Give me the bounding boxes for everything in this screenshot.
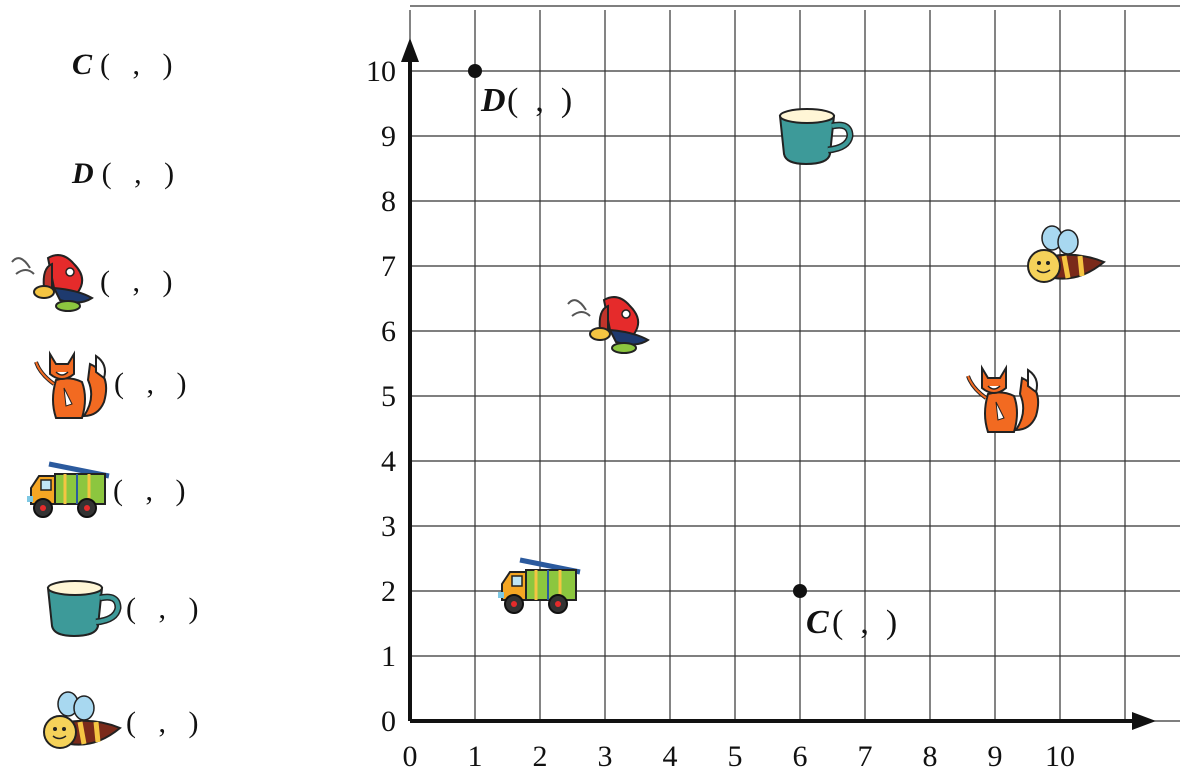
y-axis-arrow bbox=[401, 38, 419, 62]
x-tick-labels: 0 1 2 3 4 5 6 7 8 9 10 bbox=[403, 740, 1076, 773]
x-tick-label: 5 bbox=[728, 740, 743, 773]
fox-on-grid bbox=[968, 368, 1038, 432]
truck-on-grid bbox=[498, 560, 580, 613]
x-tick-label: 10 bbox=[1045, 740, 1075, 773]
x-tick-label: 0 bbox=[403, 740, 418, 773]
y-tick-labels: 0 1 2 3 4 5 6 7 8 9 10 bbox=[366, 55, 396, 738]
x-axis-arrow bbox=[1132, 712, 1156, 730]
dump-truck-icon bbox=[498, 560, 580, 613]
x-tick-label: 4 bbox=[663, 740, 678, 773]
butterfly-icon bbox=[568, 297, 648, 353]
point-c-blank[interactable]: ( , ) bbox=[832, 604, 897, 641]
y-tick-label: 1 bbox=[381, 640, 396, 673]
point-c-group: C ( , ) bbox=[793, 584, 897, 641]
y-tick-label: 5 bbox=[381, 380, 396, 413]
y-tick-label: 2 bbox=[381, 575, 396, 608]
fox-icon bbox=[968, 368, 1038, 432]
point-d-letter: D bbox=[480, 82, 506, 119]
y-tick-label: 10 bbox=[366, 55, 396, 88]
point-d[interactable] bbox=[468, 64, 482, 78]
axes bbox=[401, 38, 1156, 730]
x-tick-label: 6 bbox=[793, 740, 808, 773]
y-tick-label: 8 bbox=[381, 185, 396, 218]
point-c[interactable] bbox=[793, 584, 807, 598]
bee-icon bbox=[1028, 226, 1104, 282]
point-d-blank[interactable]: ( , ) bbox=[507, 82, 572, 119]
x-tick-label: 8 bbox=[923, 740, 938, 773]
y-tick-label: 7 bbox=[381, 250, 396, 283]
x-tick-label: 1 bbox=[468, 740, 483, 773]
y-tick-label: 6 bbox=[381, 315, 396, 348]
y-tick-label: 0 bbox=[381, 705, 396, 738]
bee-on-grid bbox=[1028, 226, 1104, 282]
y-tick-label: 4 bbox=[381, 445, 396, 478]
point-d-group: D ( , ) bbox=[468, 64, 572, 119]
butterfly-on-grid bbox=[568, 297, 648, 353]
x-tick-label: 7 bbox=[858, 740, 873, 773]
x-tick-label: 9 bbox=[988, 740, 1003, 773]
y-tick-label: 3 bbox=[381, 510, 396, 543]
x-tick-label: 3 bbox=[598, 740, 613, 773]
y-tick-label: 9 bbox=[381, 120, 396, 153]
x-tick-label: 2 bbox=[533, 740, 548, 773]
point-c-letter: C bbox=[806, 604, 829, 641]
